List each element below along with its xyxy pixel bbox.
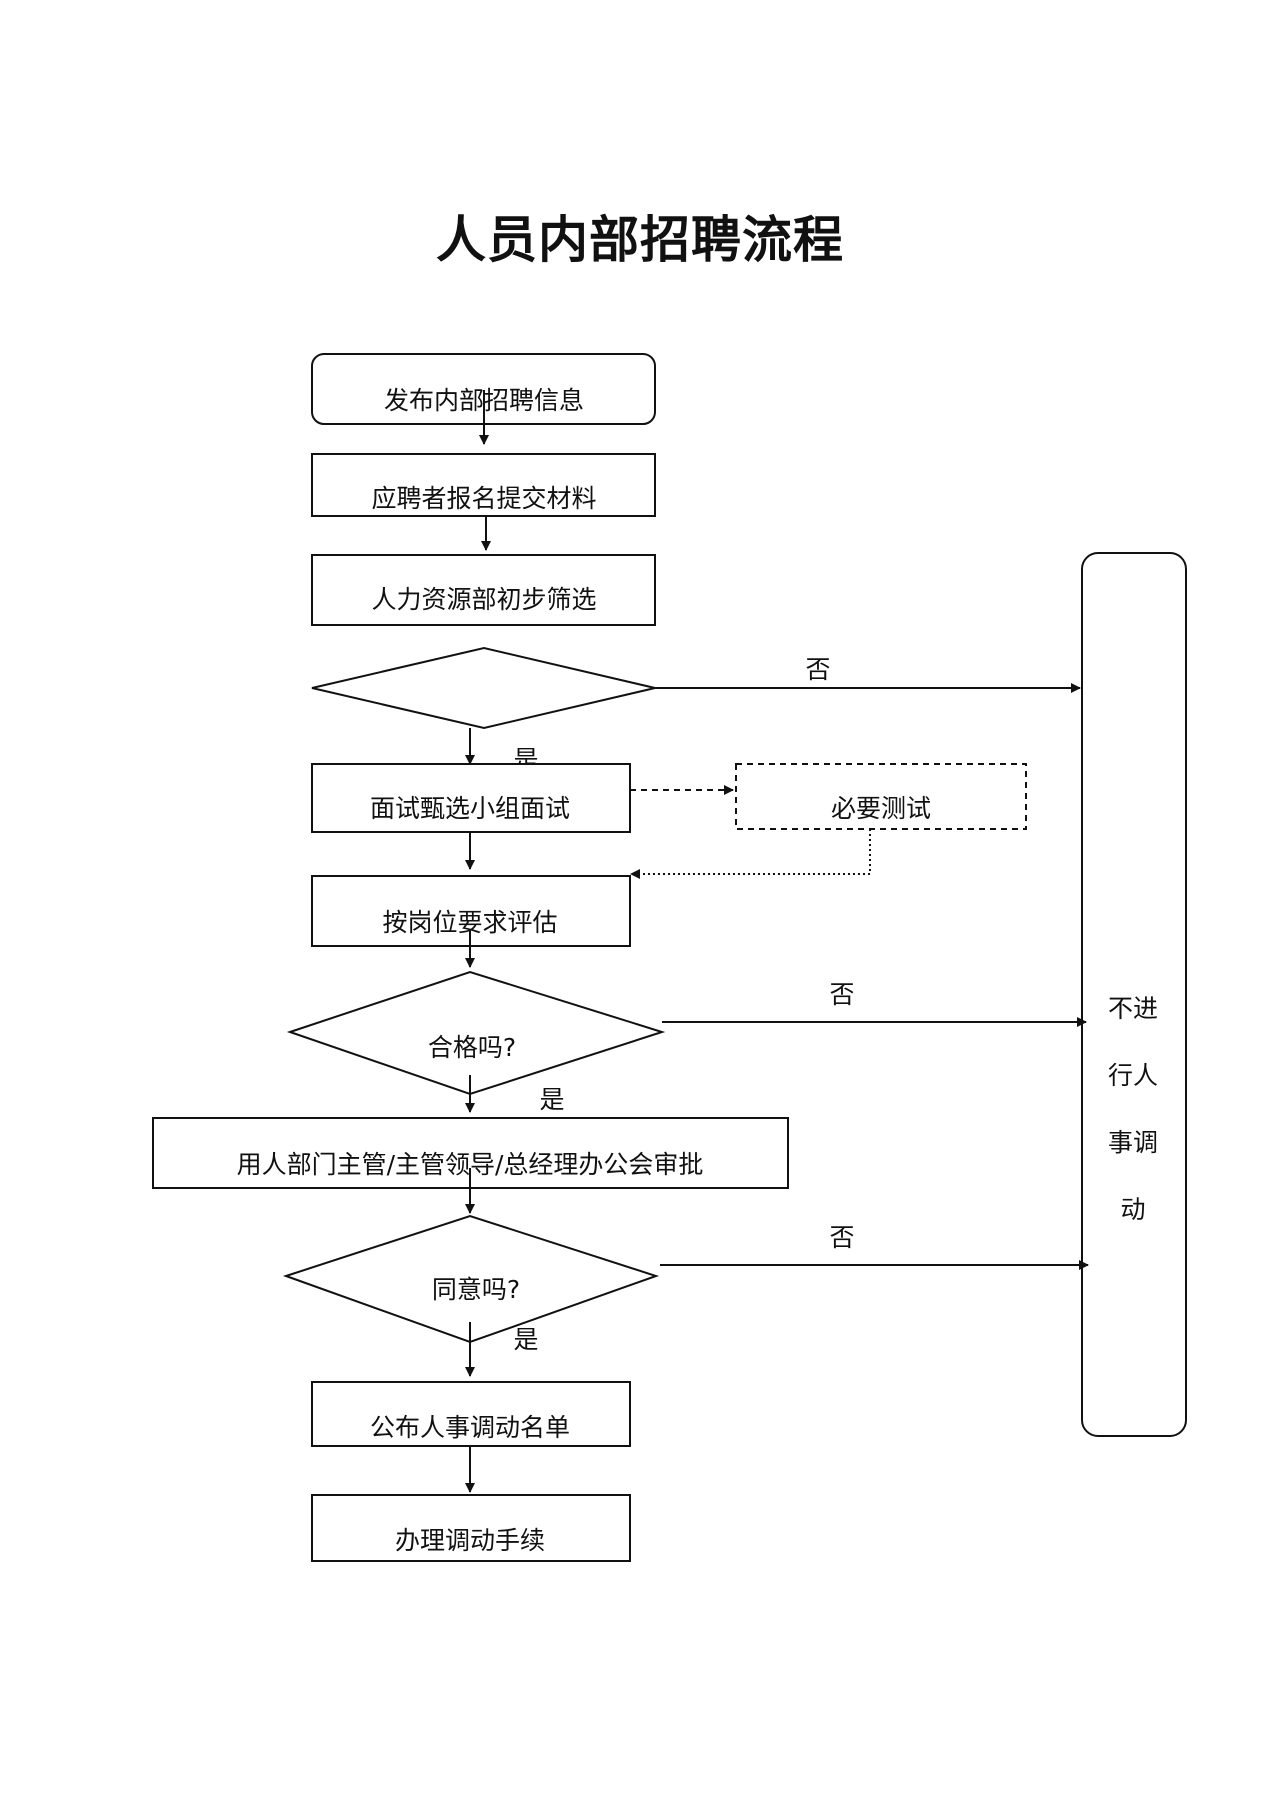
apply-label: 应聘者报名提交材料 <box>371 484 596 513</box>
interview-label: 面试甄选小组面试 <box>370 794 570 823</box>
procedure-label: 办理调动手续 <box>395 1526 545 1555</box>
page-title: 人员内部招聘流程 <box>436 210 844 269</box>
no-label-2: 否 <box>829 980 854 1009</box>
screen-node <box>311 554 656 626</box>
yes-label-3: 是 <box>513 1325 538 1354</box>
arrow-test-return <box>633 829 871 875</box>
qualified-decision <box>286 970 666 1096</box>
no-transfer-line-3: 事调 <box>1107 1128 1158 1157</box>
no-transfer-label: 不进 行人 事调 动 <box>1080 975 1186 1243</box>
test-label: 必要测试 <box>831 794 931 823</box>
no-transfer-line-1: 不进 <box>1107 994 1158 1023</box>
yes-label-2: 是 <box>539 1085 564 1114</box>
apply-node <box>311 453 656 517</box>
no-label-3: 否 <box>829 1223 854 1252</box>
announce-label: 公布人事调动名单 <box>370 1413 570 1442</box>
screen-label: 人力资源部初步筛选 <box>371 585 596 614</box>
screening-decision <box>311 646 656 730</box>
no-transfer-box <box>1081 552 1187 1437</box>
interview-node <box>311 763 631 833</box>
no-transfer-line-4: 动 <box>1120 1195 1146 1224</box>
agree-label: 同意吗? <box>432 1275 520 1304</box>
no-label-1: 否 <box>805 655 830 684</box>
qualified-label: 合格吗? <box>428 1033 516 1062</box>
arrow-test-return-head <box>630 869 640 879</box>
agree-decision <box>282 1214 660 1344</box>
test-node <box>735 763 1027 830</box>
announce-node <box>311 1381 631 1447</box>
procedure-node <box>311 1494 631 1562</box>
no-transfer-line-2: 行人 <box>1107 1061 1158 1090</box>
